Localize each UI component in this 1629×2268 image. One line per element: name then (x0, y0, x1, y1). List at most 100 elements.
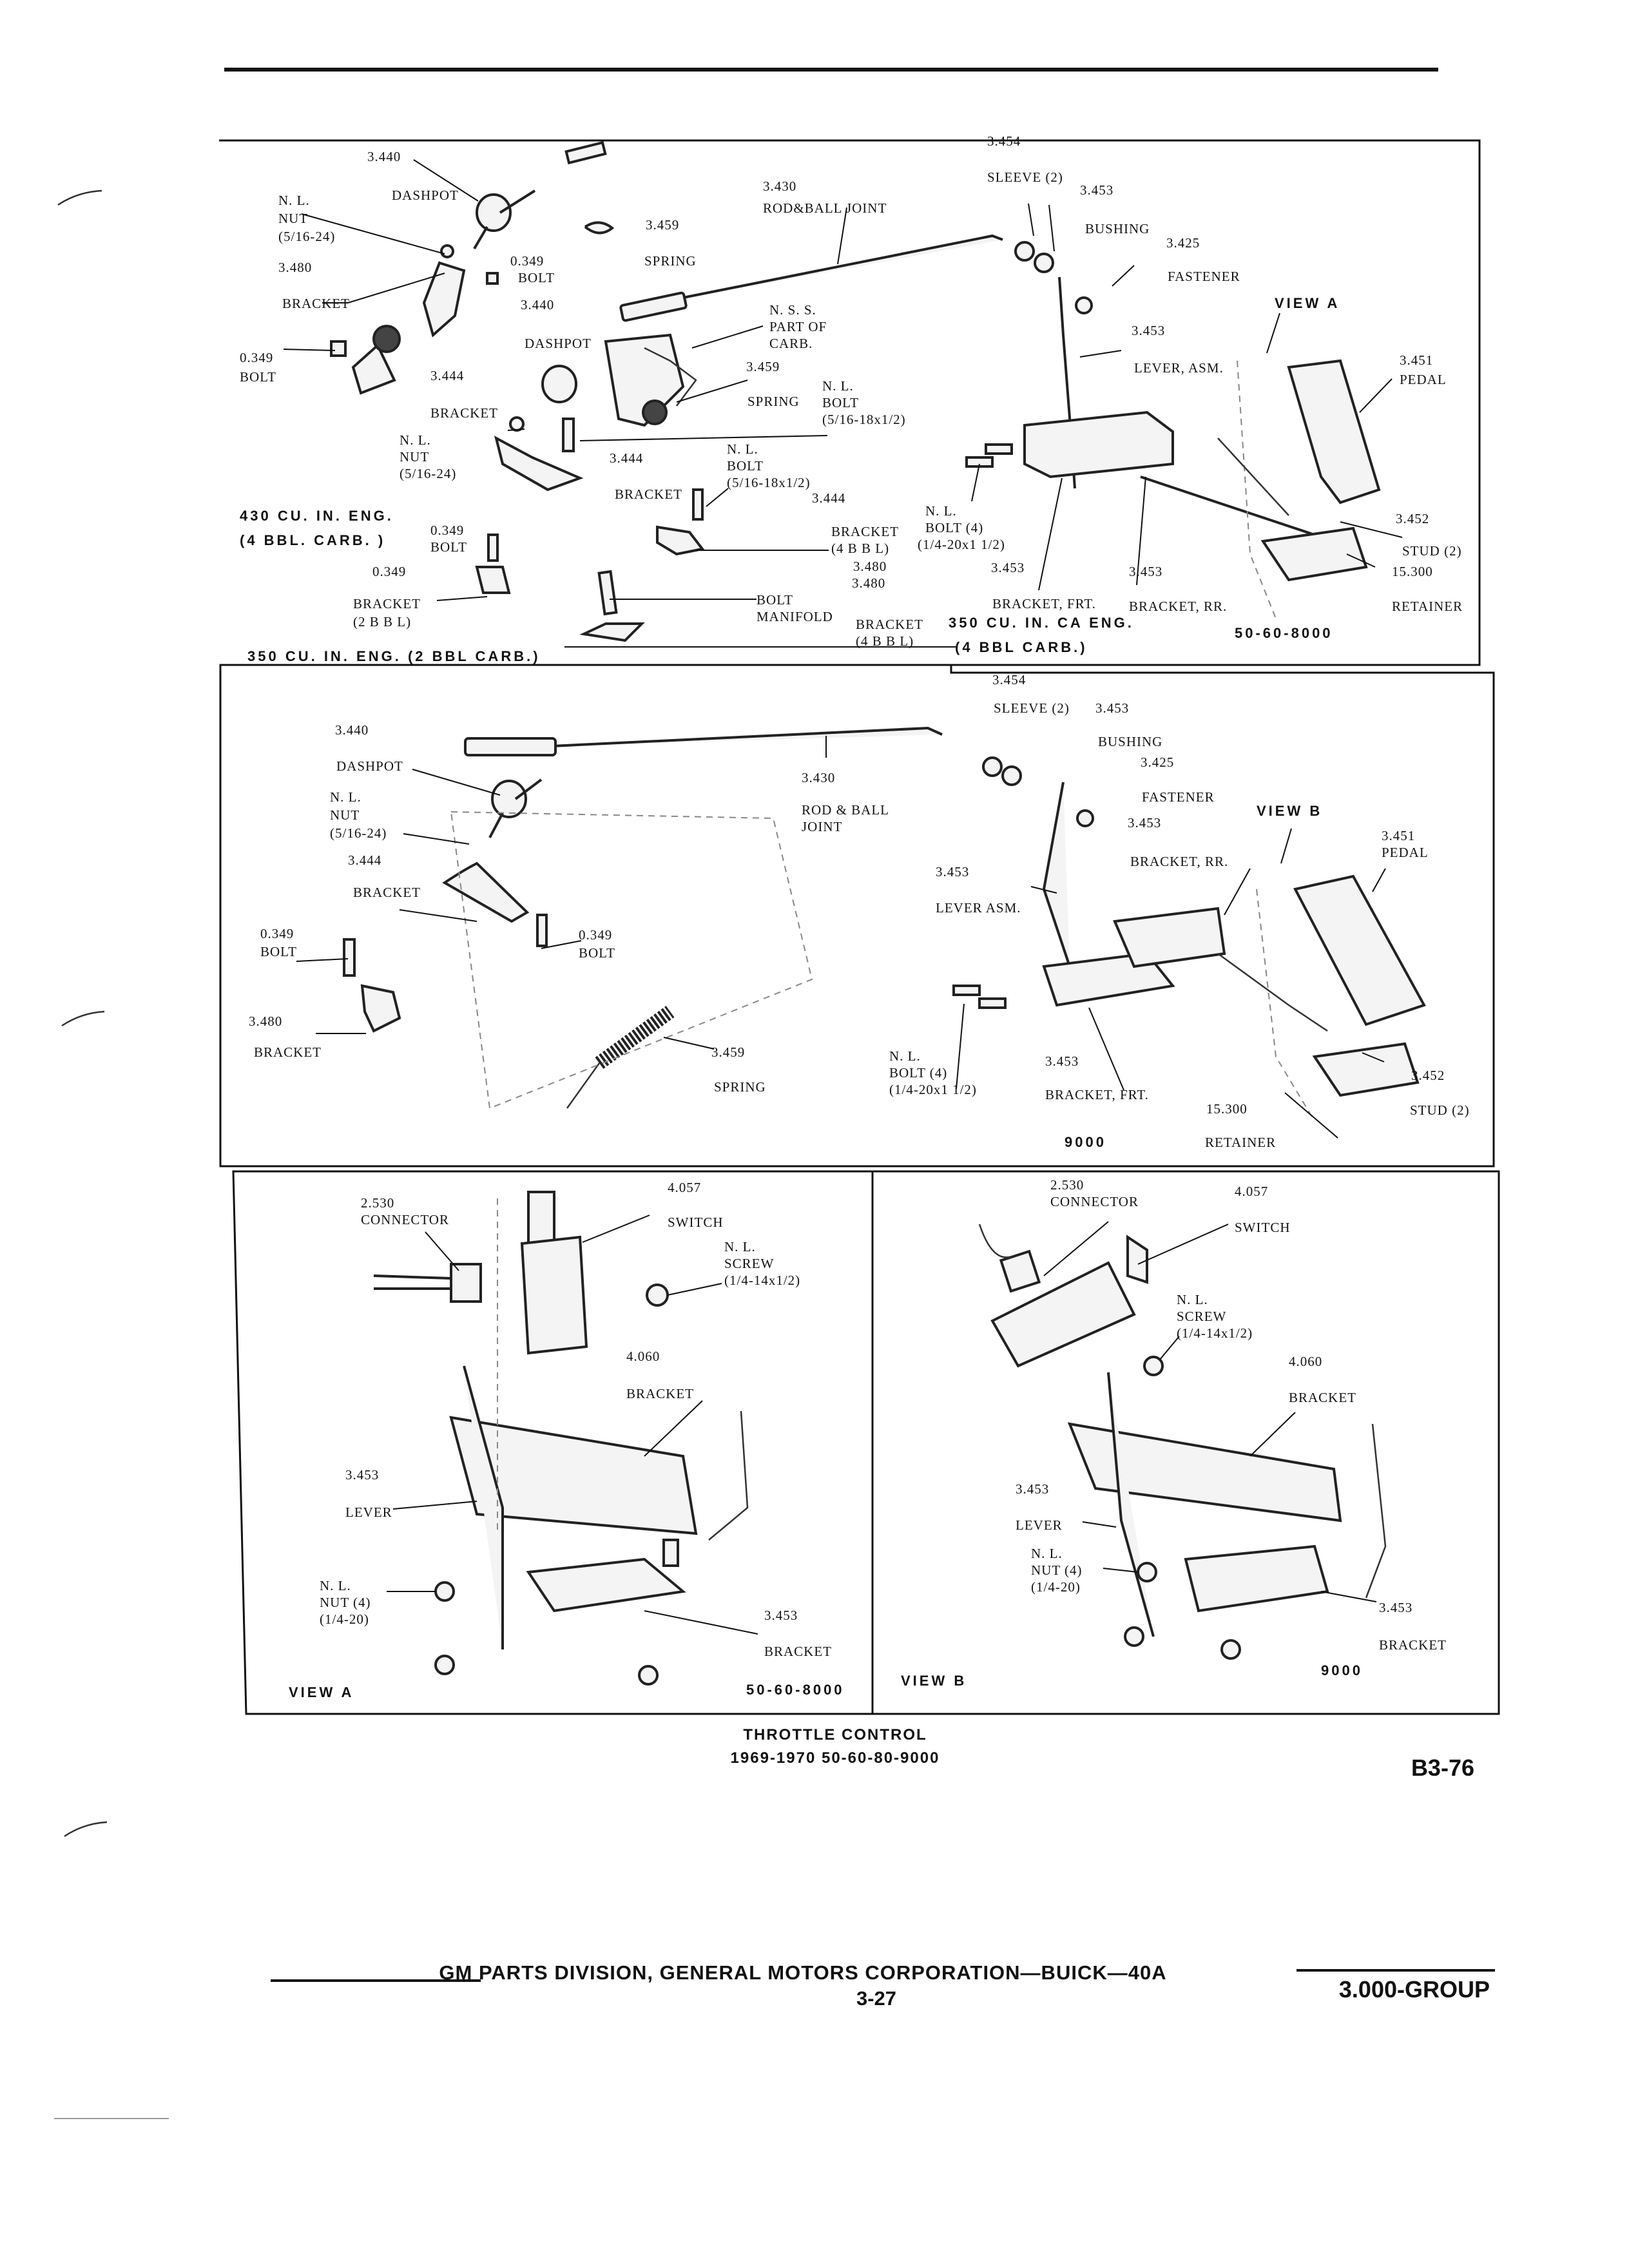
view-a-panel-label: (1/4-20) (320, 1611, 369, 1627)
top-panel-label: SPRING (747, 394, 800, 409)
top-panel-label: 3.453 (1132, 323, 1165, 338)
view-b-panel-label: SWITCH (1235, 1220, 1291, 1235)
middle-panel-label: JOINT (802, 819, 842, 834)
rod-ball-joint (631, 234, 1003, 309)
top-panel-label: BRACKET (430, 405, 498, 421)
screw-a (646, 1283, 669, 1307)
top-panel-label: 3.451 (1400, 352, 1433, 368)
middle-panel-label: 3.454 (992, 672, 1026, 687)
view-b-panel-label: N. L. (1031, 1546, 1063, 1561)
middle-panel-label: BOLT (260, 944, 297, 959)
nut-b (1137, 1562, 1157, 1582)
bracket-4bbl (656, 525, 705, 556)
top-panel-label: BOLT (4) (925, 520, 983, 535)
fastener-b (1076, 809, 1094, 827)
panel-frames (219, 139, 1500, 1715)
binder-mark (61, 1010, 105, 1027)
middle-panel-label: 3.453 (1128, 815, 1161, 831)
middle-panel-label: BRACKET (254, 1044, 322, 1060)
retainer-b (1312, 1042, 1420, 1097)
top-panel-label: 0.349 (510, 253, 544, 269)
footer-company: GM PARTS DIVISION, GENERAL MOTORS CORPOR… (439, 1961, 1166, 1984)
top-panel-label: 3.440 (521, 297, 554, 312)
top-panel-label: N. S. S. (769, 302, 816, 318)
view-a-panel-label: 50-60-8000 (746, 1682, 845, 1698)
top-panel-label: (4 BBL CARB.) (955, 639, 1088, 655)
middle-panel-label: BOLT (4) (889, 1065, 947, 1081)
bracket-4060-b (1067, 1422, 1342, 1523)
middle-panel-label: 3.480 (249, 1014, 282, 1029)
top-panel-label: 350 CU. IN. CA ENG. (949, 615, 1134, 631)
bushing-b (1001, 765, 1022, 786)
top-panel-label: (4 B B L) (856, 633, 914, 649)
view-b-artwork (978, 1224, 1387, 1660)
view-a-panel-label: 4.060 (626, 1349, 660, 1364)
top-panel-label: (4 B B L) (831, 541, 889, 556)
top-panel-label: BRACKET, FRT. (992, 596, 1096, 611)
view-b-panel-label: CONNECTOR (1050, 1194, 1139, 1209)
top-panel-label: BOLT (822, 395, 859, 410)
bracket-3480 (351, 343, 396, 395)
top-panel-label: BUSHING (1085, 221, 1150, 236)
bracket-4060-a (449, 1416, 698, 1535)
switch-a (520, 1235, 588, 1355)
middle-panel-label: ROD & BALL (802, 802, 889, 818)
top-panel-label: SLEEVE (2) (987, 169, 1063, 185)
bracket-left (422, 261, 466, 338)
top-panel-label: FASTENER (1168, 269, 1240, 284)
top-panel-label: BOLT (518, 270, 555, 285)
top-panel-label: N. L. (400, 432, 431, 448)
top-panel-label: (2 B B L) (353, 614, 411, 629)
retainer (1260, 526, 1368, 582)
top-panel-artwork (330, 140, 1381, 642)
view-b-panel-label: N. L. (1177, 1292, 1208, 1307)
page-code: B3-76 (1411, 1754, 1474, 1781)
middle-panel-label: 15.300 (1206, 1101, 1248, 1117)
top-panel-label: 3.459 (646, 217, 679, 233)
top-panel-label: (1/4-20x1 1/2) (918, 537, 1005, 552)
top-panel-label: 3.454 (987, 133, 1021, 149)
top-panel-label: NUT (400, 449, 429, 465)
view-a-panel-label: SCREW (724, 1256, 774, 1271)
view-a-panel-label: BRACKET (626, 1386, 694, 1401)
top-panel-label: BRACKET (856, 617, 923, 632)
pedal (1287, 359, 1381, 505)
top-panel-label: 3.444 (430, 368, 464, 383)
sleeve (1014, 241, 1035, 262)
view-a-panel-label: CONNECTOR (361, 1212, 449, 1227)
switch-b (990, 1261, 1136, 1368)
dashpot-top (476, 193, 512, 232)
middle-panel-label: 3.459 (711, 1044, 745, 1060)
middle-panel-label: 3.453 (936, 864, 969, 879)
spring-carb (642, 399, 668, 425)
dashpot-mid (541, 365, 577, 403)
middle-panel-label: BRACKET, FRT. (1045, 1087, 1149, 1102)
view-a-panel-label: VIEW A (289, 1684, 354, 1700)
bracket-3453-b (1184, 1544, 1329, 1613)
view-a-panel-label: 2.530 (361, 1195, 394, 1211)
top-panel-label: 3.453 (1129, 564, 1162, 579)
view-a-panel-label: 3.453 (345, 1467, 379, 1483)
top-panel-label: 3.444 (610, 450, 643, 466)
top-panel-label: 430 CU. IN. ENG. (240, 508, 394, 524)
top-panel-label: DASHPOT (392, 187, 459, 203)
view-b-panel-label: BRACKET (1379, 1637, 1447, 1653)
top-panel-label: PEDAL (1400, 372, 1447, 387)
middle-panel-label: FASTENER (1142, 789, 1215, 805)
top-panel-label: 15.300 (1392, 564, 1433, 579)
rod-end (619, 291, 688, 322)
top-panel-label: 3.440 (367, 149, 401, 164)
view-a-panel-label: 3.453 (764, 1608, 798, 1623)
connector-a (450, 1263, 482, 1303)
diagram-subtitle: 1969-1970 50-60-80-9000 (731, 1749, 940, 1767)
fastener (1075, 296, 1093, 314)
view-a-panel-label: 4.057 (668, 1180, 701, 1195)
top-panel-label: (5/16-18x1/2) (822, 412, 906, 427)
view-a-panel-label: N. L. (724, 1239, 756, 1254)
top-panel-label: PART OF (769, 319, 827, 334)
lever-b (1107, 1372, 1155, 1637)
view-b-panel-label: (1/4-14x1/2) (1177, 1325, 1253, 1341)
middle-panel-label: N. L. (889, 1048, 921, 1064)
